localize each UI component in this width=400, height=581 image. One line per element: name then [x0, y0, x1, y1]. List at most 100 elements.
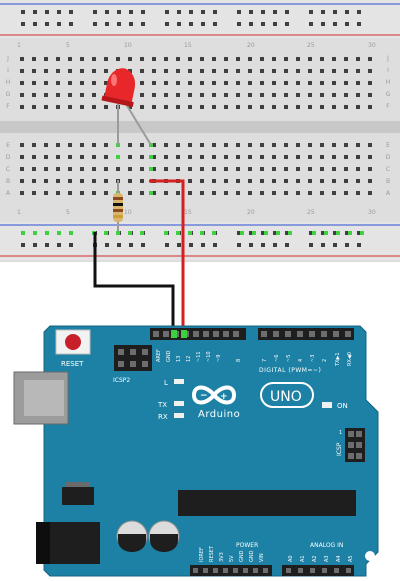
breadboard-hole[interactable]	[284, 105, 288, 109]
breadboard-hole[interactable]	[32, 167, 36, 171]
breadboard-hole[interactable]	[272, 105, 276, 109]
breadboard-hole[interactable]	[44, 191, 48, 195]
breadboard-hole[interactable]	[356, 191, 360, 195]
breadboard-hole[interactable]	[272, 179, 276, 183]
breadboard-hole[interactable]	[201, 22, 205, 26]
breadboard-hole[interactable]	[344, 179, 348, 183]
breadboard-hole[interactable]	[80, 179, 84, 183]
breadboard-hole[interactable]	[284, 167, 288, 171]
breadboard-hole[interactable]	[104, 167, 108, 171]
breadboard-hole[interactable]	[176, 69, 180, 73]
breadboard-hole[interactable]	[320, 179, 324, 183]
breadboard-hole[interactable]	[332, 155, 336, 159]
breadboard-hole[interactable]	[224, 155, 228, 159]
breadboard-hole[interactable]	[296, 81, 300, 85]
breadboard-hole[interactable]	[20, 69, 24, 73]
breadboard-hole[interactable]	[284, 155, 288, 159]
breadboard-hole[interactable]	[212, 167, 216, 171]
breadboard-hole[interactable]	[260, 191, 264, 195]
breadboard-hole[interactable]	[68, 69, 72, 73]
breadboard-hole[interactable]	[20, 81, 24, 85]
breadboard-hole[interactable]	[200, 81, 204, 85]
breadboard-hole[interactable]	[284, 93, 288, 97]
breadboard-hole[interactable]	[164, 155, 168, 159]
breadboard-hole[interactable]	[320, 143, 324, 147]
breadboard-hole[interactable]	[212, 155, 216, 159]
breadboard-hole[interactable]	[21, 243, 25, 247]
breadboard-hole[interactable]	[345, 231, 349, 235]
breadboard-hole[interactable]	[224, 191, 228, 195]
breadboard-hole[interactable]	[284, 69, 288, 73]
breadboard-hole[interactable]	[92, 93, 96, 97]
breadboard-hole[interactable]	[320, 191, 324, 195]
breadboard-hole[interactable]	[260, 57, 264, 61]
breadboard-hole[interactable]	[44, 57, 48, 61]
breadboard-hole[interactable]	[236, 155, 240, 159]
breadboard-hole[interactable]	[80, 69, 84, 73]
breadboard-hole[interactable]	[104, 191, 108, 195]
breadboard-hole[interactable]	[368, 57, 372, 61]
breadboard-hole[interactable]	[236, 93, 240, 97]
breadboard-hole[interactable]	[236, 191, 240, 195]
breadboard-hole[interactable]	[189, 22, 193, 26]
breadboard-hole[interactable]	[32, 69, 36, 73]
breadboard-hole[interactable]	[200, 143, 204, 147]
breadboard-hole[interactable]	[33, 22, 37, 26]
breadboard-hole[interactable]	[309, 10, 313, 14]
breadboard-hole[interactable]	[80, 105, 84, 109]
breadboard-hole[interactable]	[177, 10, 181, 14]
breadboard-hole[interactable]	[45, 22, 49, 26]
breadboard-hole[interactable]	[296, 155, 300, 159]
breadboard-hole[interactable]	[188, 155, 192, 159]
breadboard-hole[interactable]	[69, 243, 73, 247]
breadboard-hole[interactable]	[92, 179, 96, 183]
signal-wire[interactable]	[151, 179, 185, 333]
breadboard-hole[interactable]	[344, 167, 348, 171]
breadboard-hole[interactable]	[248, 93, 252, 97]
breadboard-hole[interactable]	[68, 179, 72, 183]
breadboard-hole[interactable]	[260, 167, 264, 171]
breadboard-hole[interactable]	[92, 57, 96, 61]
breadboard-hole[interactable]	[356, 179, 360, 183]
breadboard-hole[interactable]	[20, 155, 24, 159]
breadboard-hole[interactable]	[344, 143, 348, 147]
breadboard-hole[interactable]	[128, 69, 132, 73]
breadboard-hole[interactable]	[20, 167, 24, 171]
breadboard-hole[interactable]	[284, 81, 288, 85]
breadboard-hole[interactable]	[285, 22, 289, 26]
breadboard-hole[interactable]	[104, 57, 108, 61]
breadboard-hole[interactable]	[188, 105, 192, 109]
breadboard-hole[interactable]	[260, 155, 264, 159]
breadboard-hole[interactable]	[44, 69, 48, 73]
breadboard-hole[interactable]	[128, 167, 132, 171]
breadboard-hole[interactable]	[344, 93, 348, 97]
breadboard-hole[interactable]	[140, 69, 144, 73]
breadboard-hole[interactable]	[44, 179, 48, 183]
breadboard-hole[interactable]	[152, 167, 156, 171]
breadboard-hole[interactable]	[105, 10, 109, 14]
breadboard-hole[interactable]	[273, 231, 277, 235]
breadboard-hole[interactable]	[188, 69, 192, 73]
breadboard-hole[interactable]	[20, 191, 24, 195]
breadboard-hole[interactable]	[152, 143, 156, 147]
breadboard-hole[interactable]	[20, 179, 24, 183]
breadboard-hole[interactable]	[201, 243, 205, 247]
breadboard-hole[interactable]	[80, 155, 84, 159]
breadboard-hole[interactable]	[272, 81, 276, 85]
breadboard-hole[interactable]	[176, 143, 180, 147]
breadboard-hole[interactable]	[308, 81, 312, 85]
breadboard-hole[interactable]	[128, 57, 132, 61]
breadboard-hole[interactable]	[224, 105, 228, 109]
breadboard-hole[interactable]	[320, 155, 324, 159]
breadboard-hole[interactable]	[260, 143, 264, 147]
breadboard-hole[interactable]	[20, 143, 24, 147]
breadboard-hole[interactable]	[104, 155, 108, 159]
breadboard-hole[interactable]	[273, 22, 277, 26]
breadboard-hole[interactable]	[189, 10, 193, 14]
breadboard-hole[interactable]	[213, 22, 217, 26]
breadboard-hole[interactable]	[344, 81, 348, 85]
breadboard-hole[interactable]	[128, 143, 132, 147]
breadboard-hole[interactable]	[105, 243, 109, 247]
breadboard-hole[interactable]	[261, 231, 265, 235]
breadboard-hole[interactable]	[128, 191, 132, 195]
